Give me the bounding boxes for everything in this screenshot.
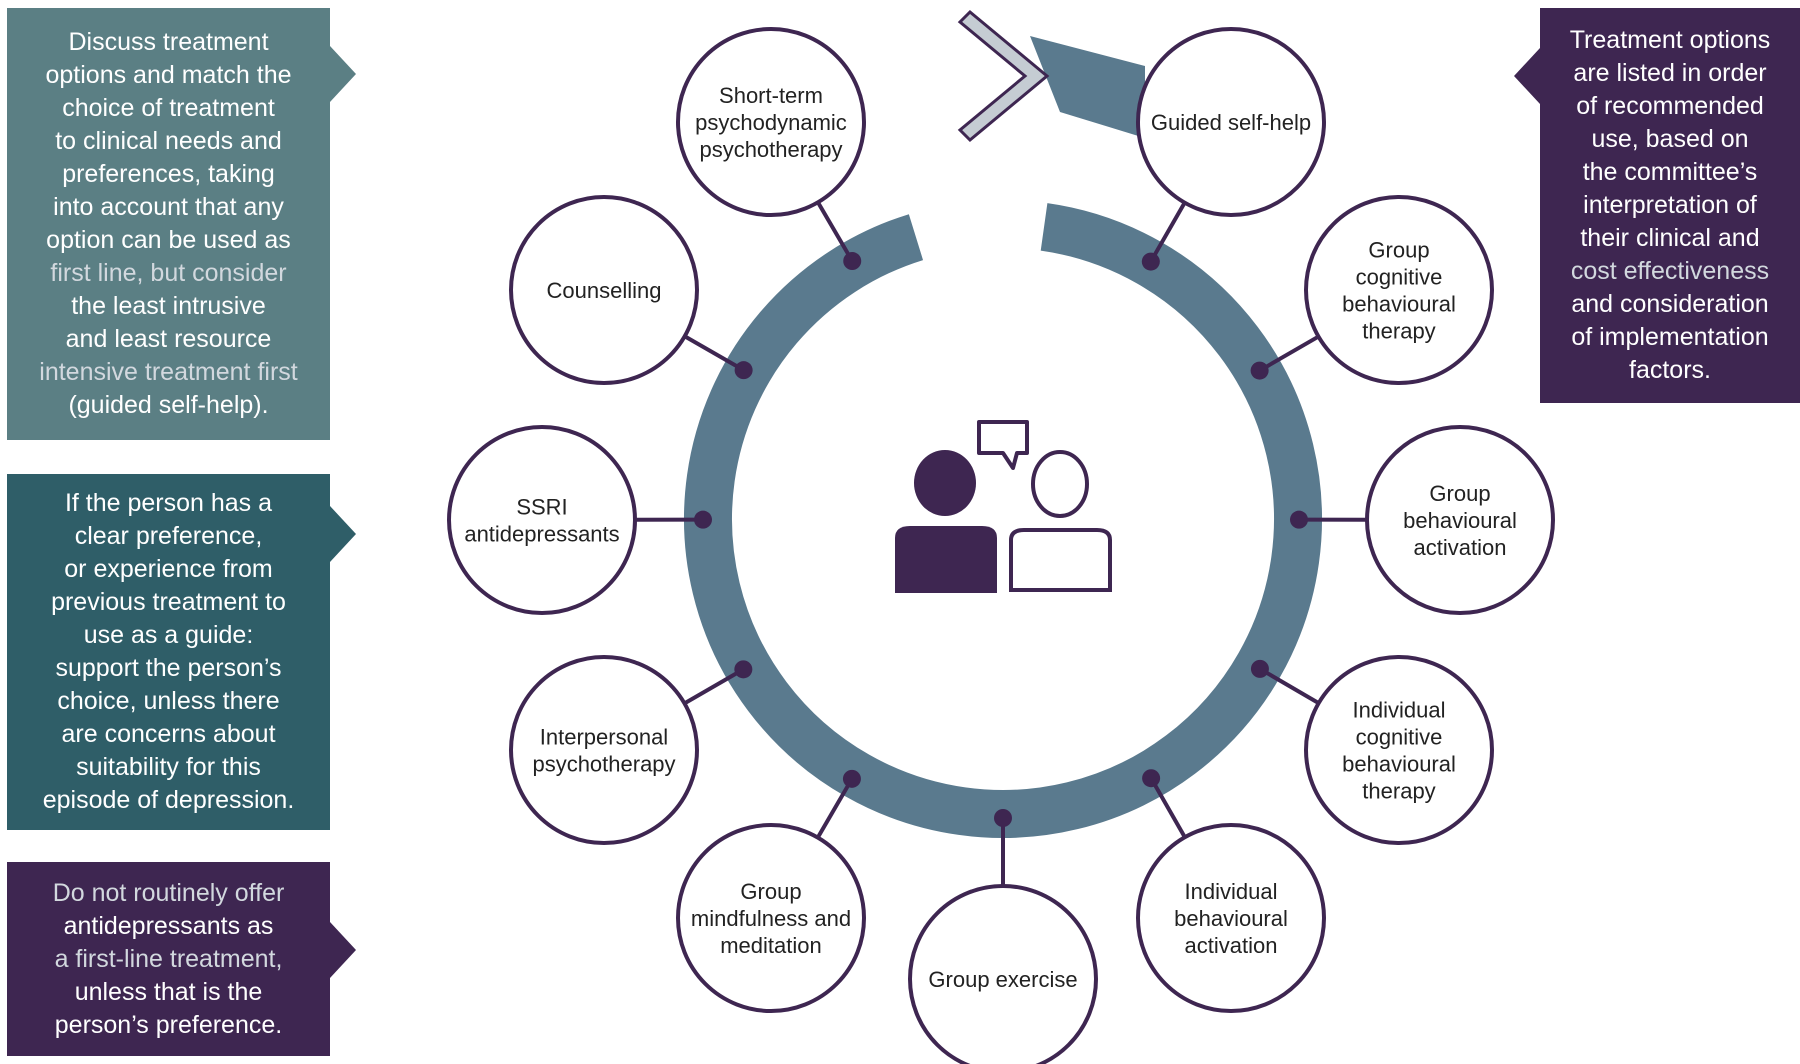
order-text-highlight: cost effectiveness: [1570, 257, 1770, 285]
treatment-label: Counselling: [547, 278, 662, 303]
treatment-label: cognitive: [1356, 725, 1443, 750]
treatment-label: SSRI: [516, 495, 567, 520]
antidepressants-text: Do not routinely offer antidepressants a…: [53, 877, 285, 1042]
preference-text: If the person has a clear preference, or…: [42, 489, 295, 814]
ring-arrow-head: [1030, 36, 1145, 138]
ring-arc: [684, 200, 1322, 838]
treatment-nodes: Guided self-helpGroupcognitivebehavioura…: [447, 27, 1555, 1064]
order-box-pointer: [1514, 48, 1540, 104]
treatment-node-circle: [1365, 425, 1555, 615]
connector-line: [683, 334, 745, 372]
connector-line: [816, 201, 854, 263]
treatment-label: psychotherapy: [532, 752, 675, 777]
treatment-node-circle: [908, 884, 1098, 1064]
connector-line: [1149, 201, 1187, 263]
treatment-node-circle: [676, 823, 866, 1013]
discuss-treatment-box: Discuss treatment options and match the …: [7, 8, 356, 440]
treatment-node-circle: [1304, 195, 1494, 385]
treatment-node: Guided self-help: [1136, 27, 1326, 217]
treatment-label: psychodynamic: [695, 110, 847, 135]
treatment-node-circle: [1136, 27, 1326, 217]
connector-dot: [994, 809, 1012, 827]
antidep-text-highlight2: a first-line treatment,: [54, 944, 283, 973]
treatment-label: behavioural: [1342, 292, 1456, 317]
connector-dot: [843, 252, 862, 271]
treatment-label: Individual: [1185, 879, 1278, 904]
connector-line: [816, 777, 854, 839]
chevron-right-icon: [957, 9, 1050, 143]
treatment-label: Group: [1368, 238, 1429, 263]
connector-dot: [1250, 659, 1269, 678]
treatment-node-circle: [509, 195, 699, 385]
treatment-label: mindfulness and: [691, 906, 851, 931]
treatment-label: Interpersonal: [540, 725, 668, 750]
discuss-treatment-text: Discuss treatment options and match the …: [39, 26, 297, 422]
treatment-node: Group exercise: [908, 884, 1098, 1064]
discuss-text-highlight1: first line, but consider: [50, 259, 287, 287]
antidep-text-highlight1: Do not routinely offer: [52, 878, 285, 907]
treatment-order-text: Treatment options are listed in order of…: [1570, 24, 1771, 387]
connector-dot: [842, 769, 861, 788]
treatment-label: Guided self-help: [1151, 110, 1311, 135]
treatment-node-circle: [509, 655, 699, 845]
node-connectors: [634, 201, 1368, 886]
treatment-label: psychotherapy: [699, 137, 842, 162]
treatment-label: antidepressants: [464, 522, 619, 547]
connector-dot: [1141, 252, 1160, 271]
treatment-label: meditation: [720, 933, 822, 958]
antidep-text-part1: antidepressants as: [63, 911, 274, 940]
discuss-text-highlight2: intensive treatment first: [39, 358, 298, 386]
treatment-label: Group exercise: [928, 967, 1077, 992]
treatment-node-circle: [447, 425, 637, 615]
treatment-label: Group: [1429, 481, 1490, 506]
treatment-label: cognitive: [1356, 265, 1443, 290]
discuss-box-pointer: [330, 46, 356, 102]
connector-line: [1149, 777, 1187, 839]
preference-box-pointer: [330, 506, 356, 562]
treatment-label: therapy: [1362, 779, 1435, 804]
connector-dot: [1142, 769, 1161, 788]
treatment-label: activation: [1185, 933, 1278, 958]
antidep-text-part2: unless that is the person’s preference.: [54, 977, 283, 1039]
connector-dot: [734, 361, 753, 380]
connector-dot: [693, 510, 712, 529]
people-conversation-icon: [895, 420, 1112, 593]
antidepressants-box-pointer: [330, 922, 356, 978]
treatment-node-circle: [1136, 823, 1326, 1013]
treatment-node-circle: [676, 27, 866, 217]
connector-dot: [1290, 510, 1309, 529]
discuss-text-part1: Discuss treatment options and match the …: [45, 28, 292, 254]
order-text-part1: Treatment options are listed in order of…: [1569, 26, 1771, 252]
treatment-label: therapy: [1362, 319, 1435, 344]
treatment-node-circle: [1304, 655, 1494, 845]
preference-box: If the person has a clear preference, or…: [7, 474, 356, 830]
antidepressants-box: Do not routinely offer antidepressants a…: [7, 862, 356, 1056]
treatment-label: behavioural: [1342, 752, 1456, 777]
discuss-text-part3: (guided self-help).: [68, 391, 269, 419]
treatment-label: Short-term: [719, 83, 823, 108]
connector-line: [1258, 667, 1320, 705]
connector-line: [1258, 334, 1320, 373]
connector-dot: [1250, 361, 1269, 380]
treatment-label: behavioural: [1174, 906, 1288, 931]
discuss-text-part2: the least intrusive and least resource: [65, 292, 272, 353]
connector-line: [683, 667, 745, 706]
treatment-label: activation: [1414, 535, 1507, 560]
order-text-part2: and consideration of implementation fact…: [1571, 290, 1769, 384]
treatment-order-box: Treatment options are listed in order of…: [1514, 8, 1800, 403]
treatment-node: Counselling: [509, 195, 699, 385]
treatment-label: Group: [740, 879, 801, 904]
connector-dot: [734, 660, 753, 679]
treatment-label: behavioural: [1403, 508, 1517, 533]
treatment-label: Individual: [1353, 698, 1446, 723]
